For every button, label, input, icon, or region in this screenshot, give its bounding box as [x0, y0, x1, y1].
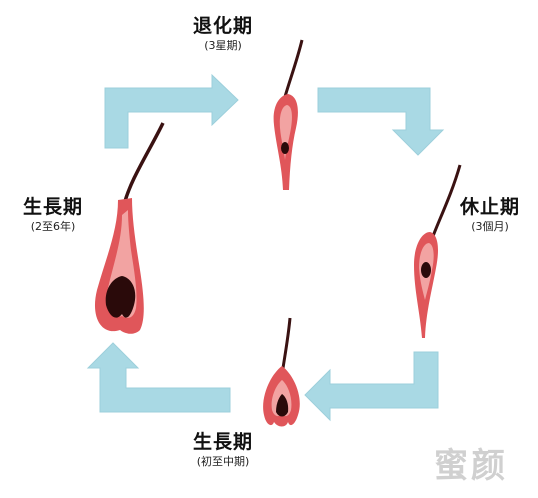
arrow-top-left: [104, 73, 239, 149]
telogen-title: 休止期: [459, 196, 520, 218]
telogen-follicle: [414, 164, 462, 338]
watermark: 蜜颜: [434, 446, 508, 486]
anagen-duration: (2至6年): [30, 220, 76, 233]
telogen-label: 休止期 (3個月): [450, 195, 530, 234]
catagen-follicle: [273, 39, 304, 190]
anagen-title: 生長期: [22, 196, 83, 218]
catagen-title: 退化期: [192, 15, 253, 37]
anagen-early-duration: (初至中期): [196, 455, 250, 468]
telogen-duration: (3個月): [471, 220, 509, 233]
catagen-duration: (3星期): [204, 39, 242, 52]
anagen-follicle: [94, 122, 165, 334]
arrow-top-right: [317, 87, 445, 156]
anagen-label: 生長期 (2至6年): [8, 195, 98, 234]
anagen-early-title: 生長期: [192, 431, 253, 453]
anagen-early-label: 生長期 (初至中期): [178, 430, 268, 469]
catagen-label: 退化期 (3星期): [178, 14, 268, 53]
arrow-bottom-left: [86, 342, 231, 413]
early-anagen-follicle: [263, 317, 300, 427]
arrow-bottom-right: [304, 351, 439, 422]
